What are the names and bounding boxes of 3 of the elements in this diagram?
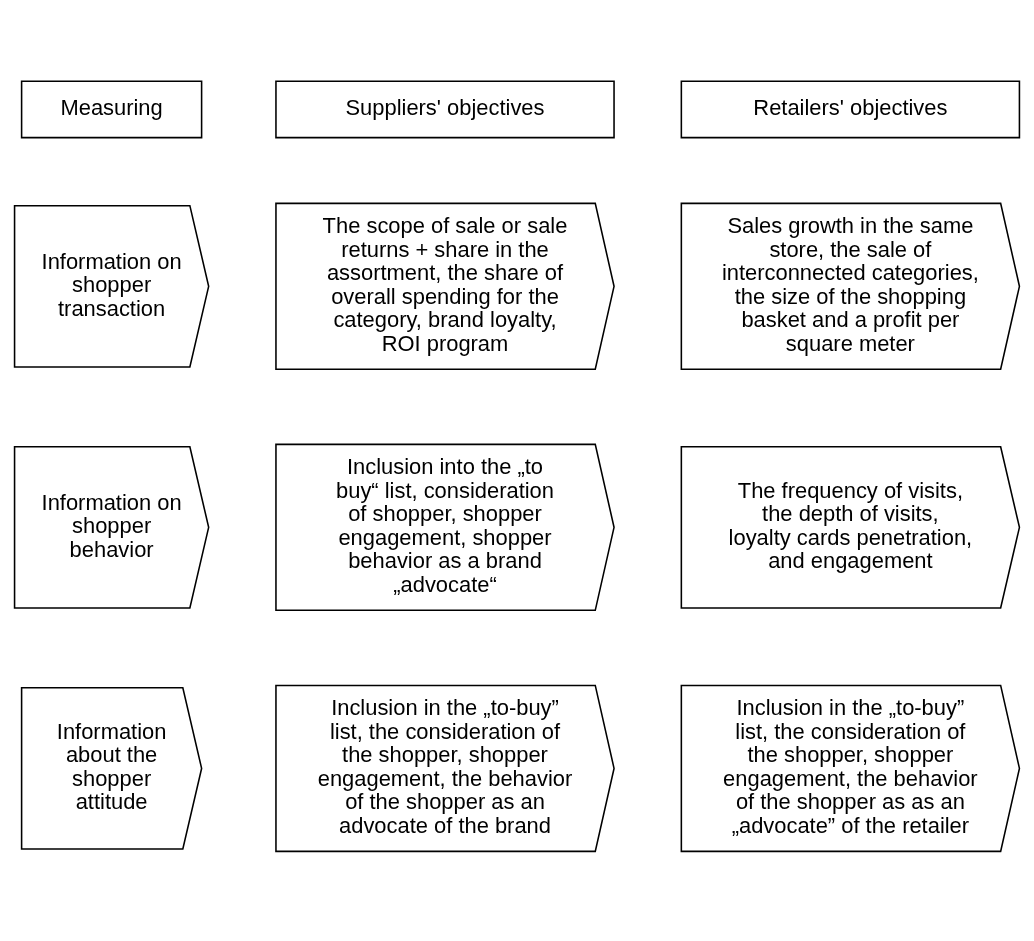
node-box: Measuring: [20, 79, 203, 138]
node-box: Suppliers' objectives: [275, 79, 615, 138]
node-box: Retailers' objectives: [680, 79, 1021, 138]
